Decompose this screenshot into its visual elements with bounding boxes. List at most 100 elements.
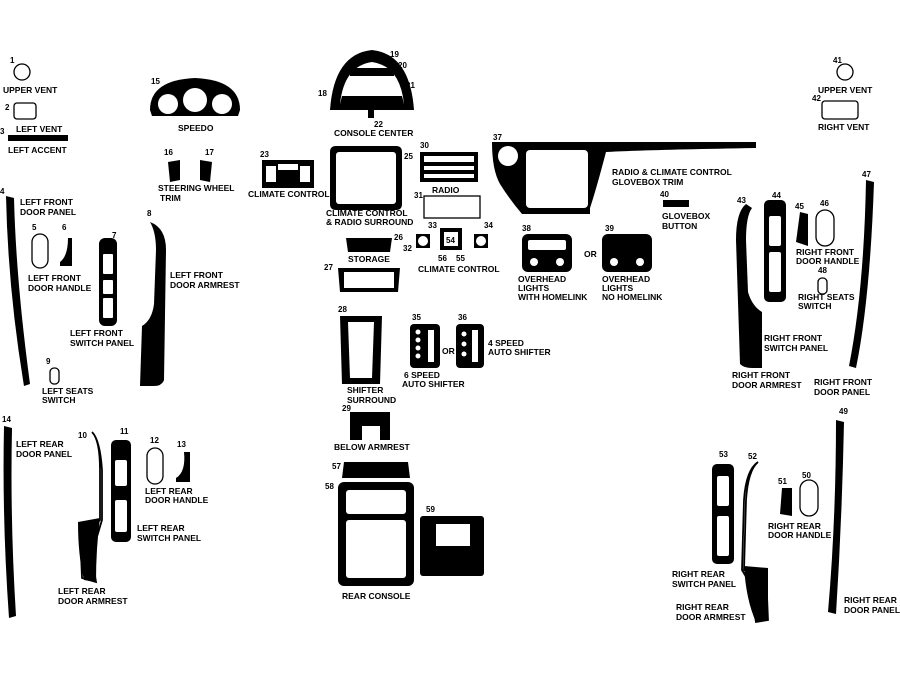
label-left-front-door-handle-1: LEFT FRONT [28, 273, 82, 283]
right-vent-part [821, 100, 859, 120]
right-rear-door-panel-part [828, 420, 844, 614]
part-number-47: 47 [862, 170, 871, 179]
label-climate-radio-surround-2: & RADIO SURROUND [326, 217, 413, 227]
left-rear-door-panel-part [3, 426, 16, 618]
part-number-46: 46 [820, 199, 829, 208]
label-right-front-door-handle-2: DOOR HANDLE [796, 256, 860, 266]
label-rear-console: REAR CONSOLE [342, 591, 411, 601]
part-number-56: 56 [438, 254, 447, 263]
left-rear-door-armrest-part [78, 518, 100, 582]
part-number-33: 33 [428, 221, 437, 230]
left-front-door-panel-part [6, 196, 30, 386]
label-left-accent: LEFT ACCENT [8, 145, 68, 155]
part-number-1: 1 [10, 56, 15, 65]
right-front-door-handle-ring [815, 209, 835, 247]
label-shifter-surround-1: SHIFTER [347, 385, 383, 395]
left-front-door-handle-lever [60, 238, 72, 266]
part-number-38: 38 [522, 224, 531, 233]
label-storage: STORAGE [348, 254, 390, 264]
right-rear-door-armrest-part [744, 566, 768, 622]
part-number-45: 45 [795, 202, 804, 211]
part-number-26: 26 [394, 233, 403, 242]
label-left-front-door-handle-2: DOOR HANDLE [28, 283, 92, 293]
label-left-front-switch-panel-2: SWITCH PANEL [70, 338, 134, 348]
overhead-homelink-part [522, 234, 572, 272]
label-right-front-door-armrest-1: RIGHT FRONT [732, 370, 791, 380]
part-number-27: 27 [324, 263, 333, 272]
label-or-shifter: OR [442, 346, 455, 356]
label-four-speed-2: AUTO SHIFTER [488, 347, 551, 357]
label-left-rear-switch-panel-2: SWITCH PANEL [137, 533, 201, 543]
label-right-rear-door-handle-1: RIGHT REAR [768, 521, 821, 531]
storage-part [346, 238, 392, 252]
part-number-8: 8 [147, 209, 152, 218]
label-right-rear-switch-panel-1: RIGHT REAR [672, 569, 725, 579]
label-left-front-door-panel-2: DOOR PANEL [20, 207, 76, 217]
part-number-58: 58 [325, 482, 334, 491]
right-rear-door-handle-lever [780, 488, 792, 516]
part-number-39: 39 [605, 224, 614, 233]
left-vent-part [13, 102, 37, 120]
label-right-rear-door-armrest-1: RIGHT REAR [676, 602, 729, 612]
part-number-15: 15 [151, 77, 160, 86]
part-31 [423, 195, 481, 219]
label-upper-vent-right: UPPER VENT [818, 85, 873, 95]
right-front-door-handle-lever [796, 212, 808, 246]
label-right-rear-door-panel-1: RIGHT REAR [844, 595, 897, 605]
label-climate-radio-surround-1: CLIMATE CONTROL [326, 208, 408, 218]
label-left-vent: LEFT VENT [16, 124, 63, 134]
label-left-rear-door-handle-1: LEFT REAR [145, 486, 193, 496]
part-number-5: 5 [32, 223, 37, 232]
label-climate-control-left: CLIMATE CONTROL [248, 189, 330, 199]
label-left-front-switch-panel-1: LEFT FRONT [70, 328, 124, 338]
label-left-rear-switch-panel-1: LEFT REAR [137, 523, 185, 533]
label-glovebox-trim-1: RADIO & CLIMATE CONTROL [612, 167, 732, 177]
part-number-32: 32 [403, 244, 412, 253]
label-left-rear-door-panel-2: DOOR PANEL [16, 449, 72, 459]
label-left-rear-door-panel-1: LEFT REAR [16, 439, 64, 449]
label-left-seats-switch-2: SWITCH [42, 395, 76, 405]
label-speedo: SPEEDO [178, 123, 214, 133]
part-number-28: 28 [338, 305, 347, 314]
part-number-17: 17 [205, 148, 214, 157]
right-rear-door-handle-ring [799, 479, 819, 517]
part-number-55: 55 [456, 254, 465, 263]
part-number-52: 52 [748, 452, 757, 461]
label-left-rear-door-armrest-1: LEFT REAR [58, 586, 106, 596]
part-number-4: 4 [0, 187, 5, 196]
rear-console-lid [342, 462, 410, 478]
left-rear-door-handle-ring [146, 447, 164, 485]
label-right-front-door-panel-2: DOOR PANEL [814, 387, 870, 397]
label-radio: RADIO [432, 185, 460, 195]
left-seats-switch-part [49, 367, 60, 385]
label-right-front-door-armrest-2: DOOR ARMREST [732, 380, 802, 390]
part-number-30: 30 [420, 141, 429, 150]
part-number-13: 13 [177, 440, 186, 449]
label-glovebox-button-2: BUTTON [662, 221, 697, 231]
right-seats-switch-part [817, 277, 828, 295]
part-number-20: 20 [398, 61, 407, 70]
label-right-seats-switch-2: SWITCH [798, 301, 832, 311]
part-number-42: 42 [812, 94, 821, 103]
right-front-door-panel-part [849, 180, 874, 368]
label-overhead-no-homelink-2: LIGHTS [602, 283, 633, 293]
part-number-23: 23 [260, 150, 269, 159]
label-right-front-switch-panel-2: SWITCH PANEL [764, 343, 828, 353]
part-number-7: 7 [112, 231, 117, 240]
label-glovebox-button-1: GLOVEBOX [662, 211, 711, 221]
part-number-54: 54 [446, 236, 455, 245]
upper-vent-left-part [13, 63, 31, 81]
part-number-37: 37 [493, 133, 502, 142]
part-number-44: 44 [772, 191, 781, 200]
left-accent-part [8, 135, 68, 141]
part-number-10: 10 [78, 431, 87, 440]
label-or-overhead: OR [584, 249, 597, 259]
label-right-front-door-panel-1: RIGHT FRONT [814, 377, 873, 387]
part-number-14: 14 [2, 415, 11, 424]
label-overhead-homelink-1: OVERHEAD [518, 274, 566, 284]
label-glovebox-trim-2: GLOVEBOX TRIM [612, 177, 683, 187]
left-rear-door-handle-lever [176, 452, 190, 482]
label-left-front-door-armrest-2: DOOR ARMREST [170, 280, 240, 290]
